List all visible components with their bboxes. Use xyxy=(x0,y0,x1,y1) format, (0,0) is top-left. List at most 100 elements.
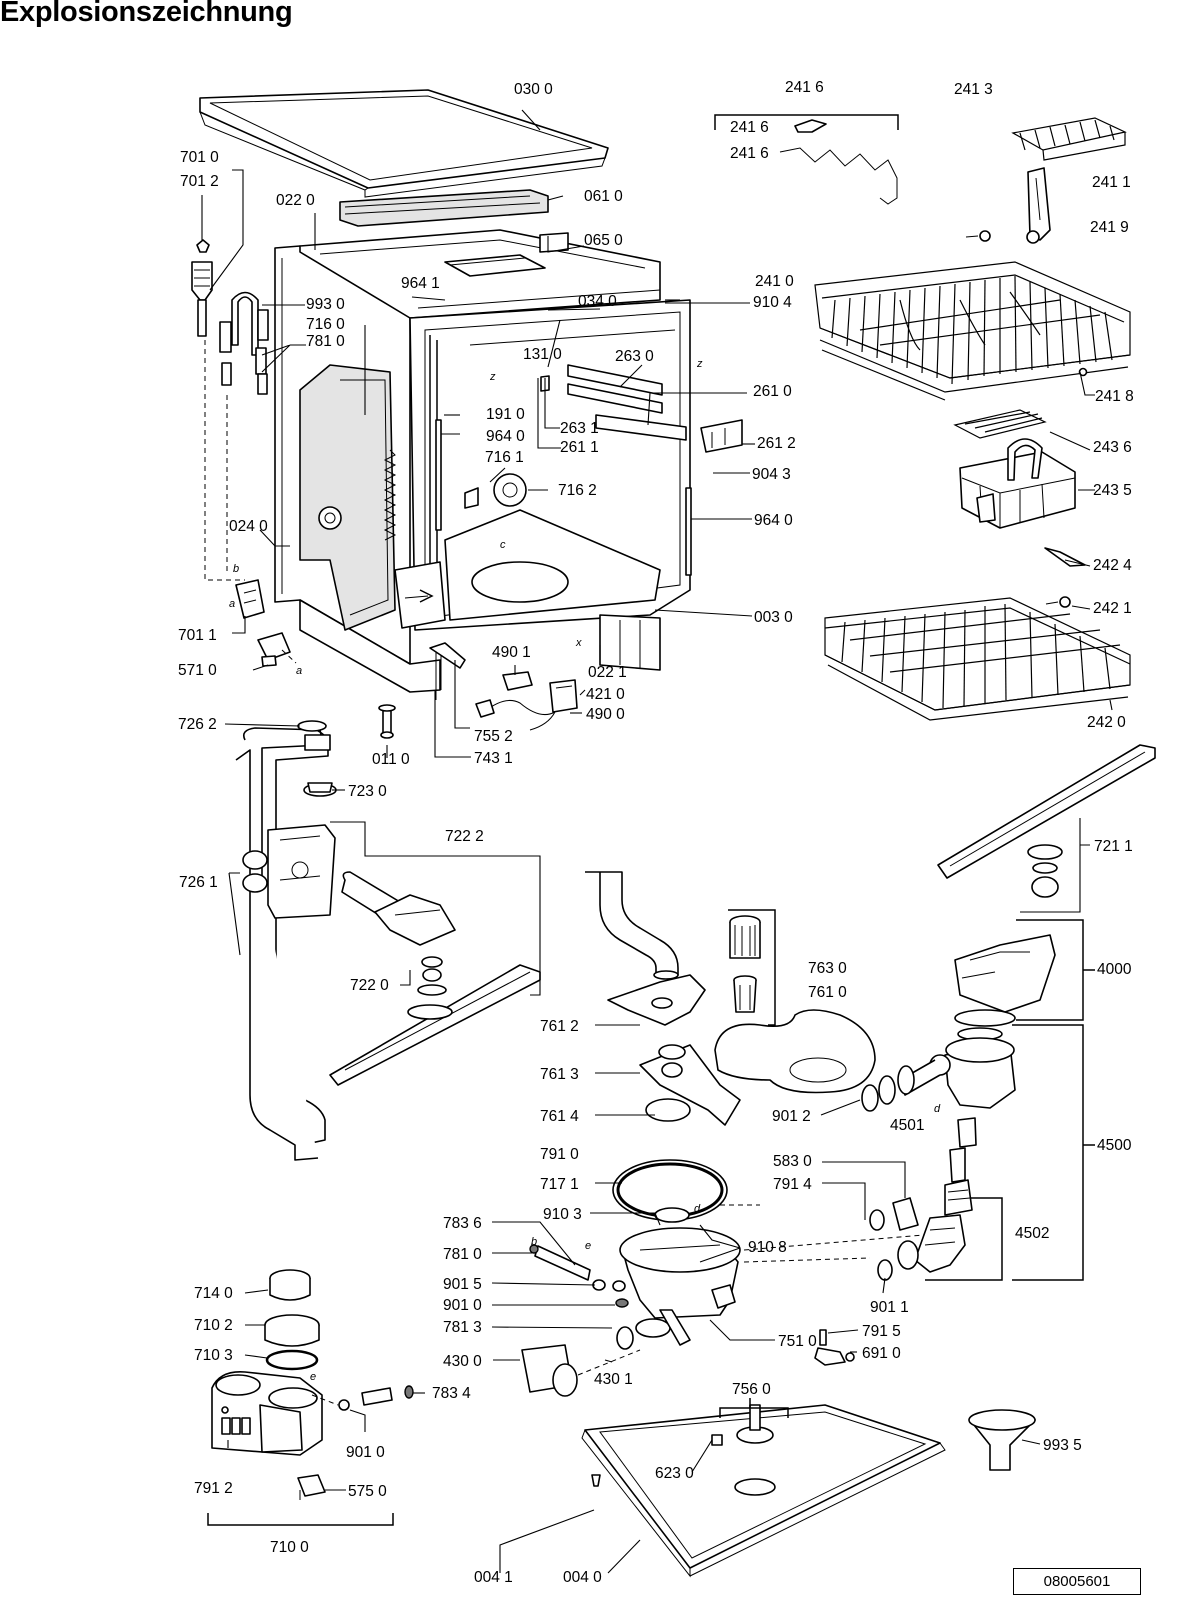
rack-rail xyxy=(540,364,743,453)
part-label: 901 1 xyxy=(870,1299,909,1316)
part-label: 061 0 xyxy=(584,188,623,205)
feed-pipe xyxy=(585,871,741,1126)
part-label: 721 1 xyxy=(1094,838,1133,855)
ref-letter: b xyxy=(531,1236,537,1248)
filter-assembly xyxy=(714,909,876,1094)
part-label: 791 4 xyxy=(773,1176,812,1193)
part-label: 791 5 xyxy=(862,1323,901,1340)
part-label: 791 2 xyxy=(194,1480,233,1497)
part-label: 4501 xyxy=(890,1117,924,1134)
part-label: 261 0 xyxy=(753,383,792,400)
part-label: 783 4 xyxy=(432,1385,471,1402)
part-label: 964 0 xyxy=(486,428,525,445)
part-label: 430 0 xyxy=(443,1353,482,1370)
part-label: 910 3 xyxy=(543,1206,582,1223)
part-label: 131 0 xyxy=(523,346,562,363)
part-label: 004 1 xyxy=(474,1569,513,1586)
leader-lines xyxy=(201,109,1113,1574)
part-label: 964 1 xyxy=(401,275,440,292)
part-label: 575 0 xyxy=(348,1483,387,1500)
part-label: 901 5 xyxy=(443,1276,482,1293)
lower-basket xyxy=(824,547,1131,721)
part-label: 241 6 xyxy=(785,79,824,96)
part-label: 756 0 xyxy=(732,1381,771,1398)
part-label: 722 2 xyxy=(445,828,484,845)
part-label: 011 0 xyxy=(372,751,410,768)
drain-pump xyxy=(861,919,1095,1281)
ref-letter: z xyxy=(489,371,496,383)
part-label: 781 3 xyxy=(443,1319,482,1336)
ref-letter: a xyxy=(229,598,235,610)
part-label: 4500 xyxy=(1097,1137,1132,1154)
part-label: 726 1 xyxy=(179,874,218,891)
part-label: 003 0 xyxy=(754,609,793,626)
ref-letter: x xyxy=(575,637,582,649)
ref-letter: c xyxy=(500,539,506,551)
part-label: 964 0 xyxy=(754,512,793,529)
part-label: 241 9 xyxy=(1090,219,1129,236)
part-label: 761 4 xyxy=(540,1108,579,1125)
part-label: 490 1 xyxy=(492,644,531,661)
part-label: 701 0 xyxy=(180,149,219,166)
ref-letter: e xyxy=(585,1240,591,1252)
part-label: 024 0 xyxy=(229,518,268,535)
part-label: 241 8 xyxy=(1095,388,1134,405)
part-label: 726 2 xyxy=(178,716,217,733)
part-label: 421 0 xyxy=(586,686,625,703)
part-label: 241 6 xyxy=(730,119,769,136)
part-label: 430 1 xyxy=(594,1371,633,1388)
page-title: Explosionszeichnung xyxy=(0,0,293,28)
part-label: 191 0 xyxy=(486,406,525,423)
part-label: 723 0 xyxy=(348,783,387,800)
basket-accessories xyxy=(714,114,1127,244)
part-label: 761 2 xyxy=(540,1018,579,1035)
part-label: 901 0 xyxy=(443,1297,482,1314)
ref-letter: b xyxy=(233,563,239,575)
part-label: 242 4 xyxy=(1093,557,1132,574)
part-labels: 030 0 241 6 241 6 241 6 241 3 241 1 241 … xyxy=(178,79,1134,1586)
salt-funnel xyxy=(968,1409,1036,1471)
part-label: 623 0 xyxy=(655,1465,694,1482)
part-label: 490 0 xyxy=(586,706,625,723)
part-label: 241 0 xyxy=(755,273,794,290)
part-label: 722 0 xyxy=(350,977,389,994)
part-label: 993 0 xyxy=(306,296,345,313)
part-label: 022 1 xyxy=(588,664,627,681)
part-label: 910 4 xyxy=(753,294,792,311)
part-label: 901 0 xyxy=(346,1444,385,1461)
door-hinge-parts xyxy=(191,239,297,667)
part-label: 716 1 xyxy=(485,449,524,466)
part-label: 904 3 xyxy=(752,466,791,483)
part-label: 751 0 xyxy=(778,1333,817,1350)
part-label: 034 0 xyxy=(578,293,617,310)
tub-cabinet xyxy=(274,229,692,739)
part-label: 761 0 xyxy=(808,984,847,1001)
part-label: 716 0 xyxy=(306,316,345,333)
part-label: 4000 xyxy=(1097,961,1132,978)
part-label: 030 0 xyxy=(514,81,553,98)
reference-letters: z z c x b a a b e e d d xyxy=(229,358,941,1383)
water-softener xyxy=(207,1269,414,1526)
cutlery-basket xyxy=(953,409,1076,529)
water-pipe xyxy=(235,720,337,1161)
sensor-parts xyxy=(814,1329,855,1366)
part-label: 065 0 xyxy=(584,232,623,249)
part-label: 791 0 xyxy=(540,1146,579,1163)
ref-letter: d xyxy=(694,1203,701,1215)
document-number: 08005601 xyxy=(1013,1568,1141,1595)
part-label: 4502 xyxy=(1015,1225,1049,1242)
part-label: 710 3 xyxy=(194,1347,233,1364)
part-label: 717 1 xyxy=(540,1176,579,1193)
part-label: 710 2 xyxy=(194,1317,233,1334)
part-label: 763 0 xyxy=(808,960,847,977)
part-label: 761 3 xyxy=(540,1066,579,1083)
part-label: 743 1 xyxy=(474,750,513,767)
part-label: 263 0 xyxy=(615,348,654,365)
part-label: 261 1 xyxy=(560,439,599,456)
base-tray xyxy=(581,1398,946,1578)
part-label: 022 0 xyxy=(276,192,315,209)
part-label: 691 0 xyxy=(862,1345,901,1362)
sump-assembly xyxy=(521,1159,961,1397)
part-label: 993 5 xyxy=(1043,1437,1082,1454)
